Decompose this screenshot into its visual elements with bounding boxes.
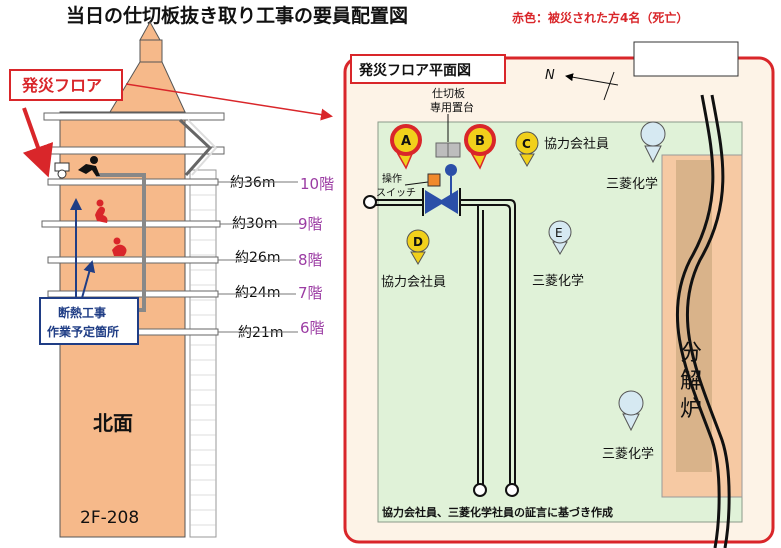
- equipment-wheel-10f: [57, 169, 67, 179]
- worker-body-10f: [78, 164, 100, 176]
- worker-a: A: [390, 124, 422, 170]
- valve-body-2: [438, 190, 458, 214]
- worker-d: D: [406, 229, 430, 265]
- mitsubishi-staff-top: [640, 121, 666, 164]
- worker-b: B: [464, 124, 496, 170]
- disaster-arrow: [22, 107, 54, 178]
- stair: [178, 118, 213, 176]
- mitsubishi-staff-lower: [618, 390, 644, 432]
- worker-b-letter: B: [475, 134, 485, 149]
- insulation-box: [39, 297, 139, 345]
- floor-7f: 7階: [298, 284, 323, 302]
- floor-8f: 8階: [298, 251, 323, 269]
- upper-platform-2: [43, 146, 225, 155]
- height-10f: 約36m: [230, 175, 275, 191]
- floor-labels: 約36m 10階 約30m 9階 約26m 8階 約24m 7階 約21m 6階: [218, 175, 334, 341]
- plan-title: 発災フロア平面図: [358, 62, 471, 79]
- equipment-id: 2F-208: [80, 508, 139, 528]
- furnace-label-2: 解: [680, 369, 702, 394]
- floor-10f: 10階: [300, 175, 334, 193]
- worker-d-letter: D: [413, 235, 423, 249]
- worker-head-10f: [90, 156, 98, 164]
- platform-9f: [41, 220, 221, 228]
- worker-a-letter: A: [401, 134, 411, 149]
- insulation-label-1: 断熱工事: [58, 305, 106, 320]
- switch-leader: [404, 181, 429, 186]
- switch-label-2: スイッチ: [376, 187, 416, 199]
- insulation-label-2: 作業予定箇所: [47, 324, 119, 339]
- tower-chimney: [139, 39, 163, 63]
- victim-head-8f: [113, 237, 121, 245]
- disaster-floor-box: [9, 69, 123, 101]
- upper-platform-1: [43, 112, 225, 121]
- height-6f: 約21m: [238, 325, 283, 341]
- side-column-hatch: [190, 179, 216, 526]
- victim-figure-8f: [112, 244, 127, 256]
- stair-inner: [187, 119, 218, 176]
- switch-box: [427, 173, 441, 187]
- furnace-label-1: 分: [680, 341, 702, 366]
- furnace-wave-1: [675, 94, 721, 548]
- switch-label-1: 操作: [382, 172, 402, 185]
- north-cross: [603, 71, 615, 101]
- contractor-label-d: 協力会社員: [381, 274, 446, 290]
- height-8f: 約26m: [235, 250, 280, 266]
- furnace-wave-2: [685, 94, 731, 548]
- north-label: N: [545, 68, 555, 83]
- worker-e-letter: E: [555, 226, 563, 240]
- disaster-floor-label: 発災フロア: [21, 76, 102, 95]
- side-column: [189, 169, 217, 538]
- legend-note: 赤色：被災された方4名（死亡）: [512, 10, 688, 25]
- north-arrow: [565, 73, 619, 86]
- floor-6f: 6階: [300, 319, 325, 337]
- platform-8f: [47, 256, 219, 264]
- valve-handle: [445, 164, 457, 176]
- mitsubishi-label-3: 三菱化学: [602, 446, 654, 462]
- plan-leader-line: [125, 83, 333, 121]
- blank-box: [633, 41, 739, 77]
- page-title: 当日の仕切板抜き取り工事の要員配置図: [66, 4, 408, 27]
- plan-footnote: 協力会社員、三菱化学社員の証言に基づき作成: [382, 505, 613, 519]
- worker-c-letter: C: [522, 137, 531, 151]
- valve-body: [425, 190, 445, 214]
- mitsubishi-label-2: 三菱化学: [606, 176, 658, 192]
- partition-stand-label-2: 専用置台: [430, 100, 474, 114]
- platform-7f: [47, 290, 219, 298]
- piping: [363, 195, 519, 497]
- contractor-label-c: 協力会社員: [544, 136, 609, 152]
- worker-c: C: [515, 131, 539, 167]
- north-face-label: 北面: [93, 411, 133, 435]
- plan-title-box: [350, 54, 506, 84]
- partition-stand-label-1: 仕切板: [432, 86, 465, 100]
- worker-e: E: [548, 220, 572, 255]
- victim-head-9f: [96, 199, 104, 207]
- blue-arrow-2: [81, 260, 96, 299]
- mitsubishi-label-1: 三菱化学: [532, 273, 584, 289]
- floor-9f: 9階: [298, 215, 323, 233]
- victim-figure-9f: [95, 206, 108, 223]
- height-7f: 約24m: [235, 285, 280, 301]
- furnace-label-3: 炉: [680, 397, 702, 422]
- platform-10f: [47, 178, 219, 186]
